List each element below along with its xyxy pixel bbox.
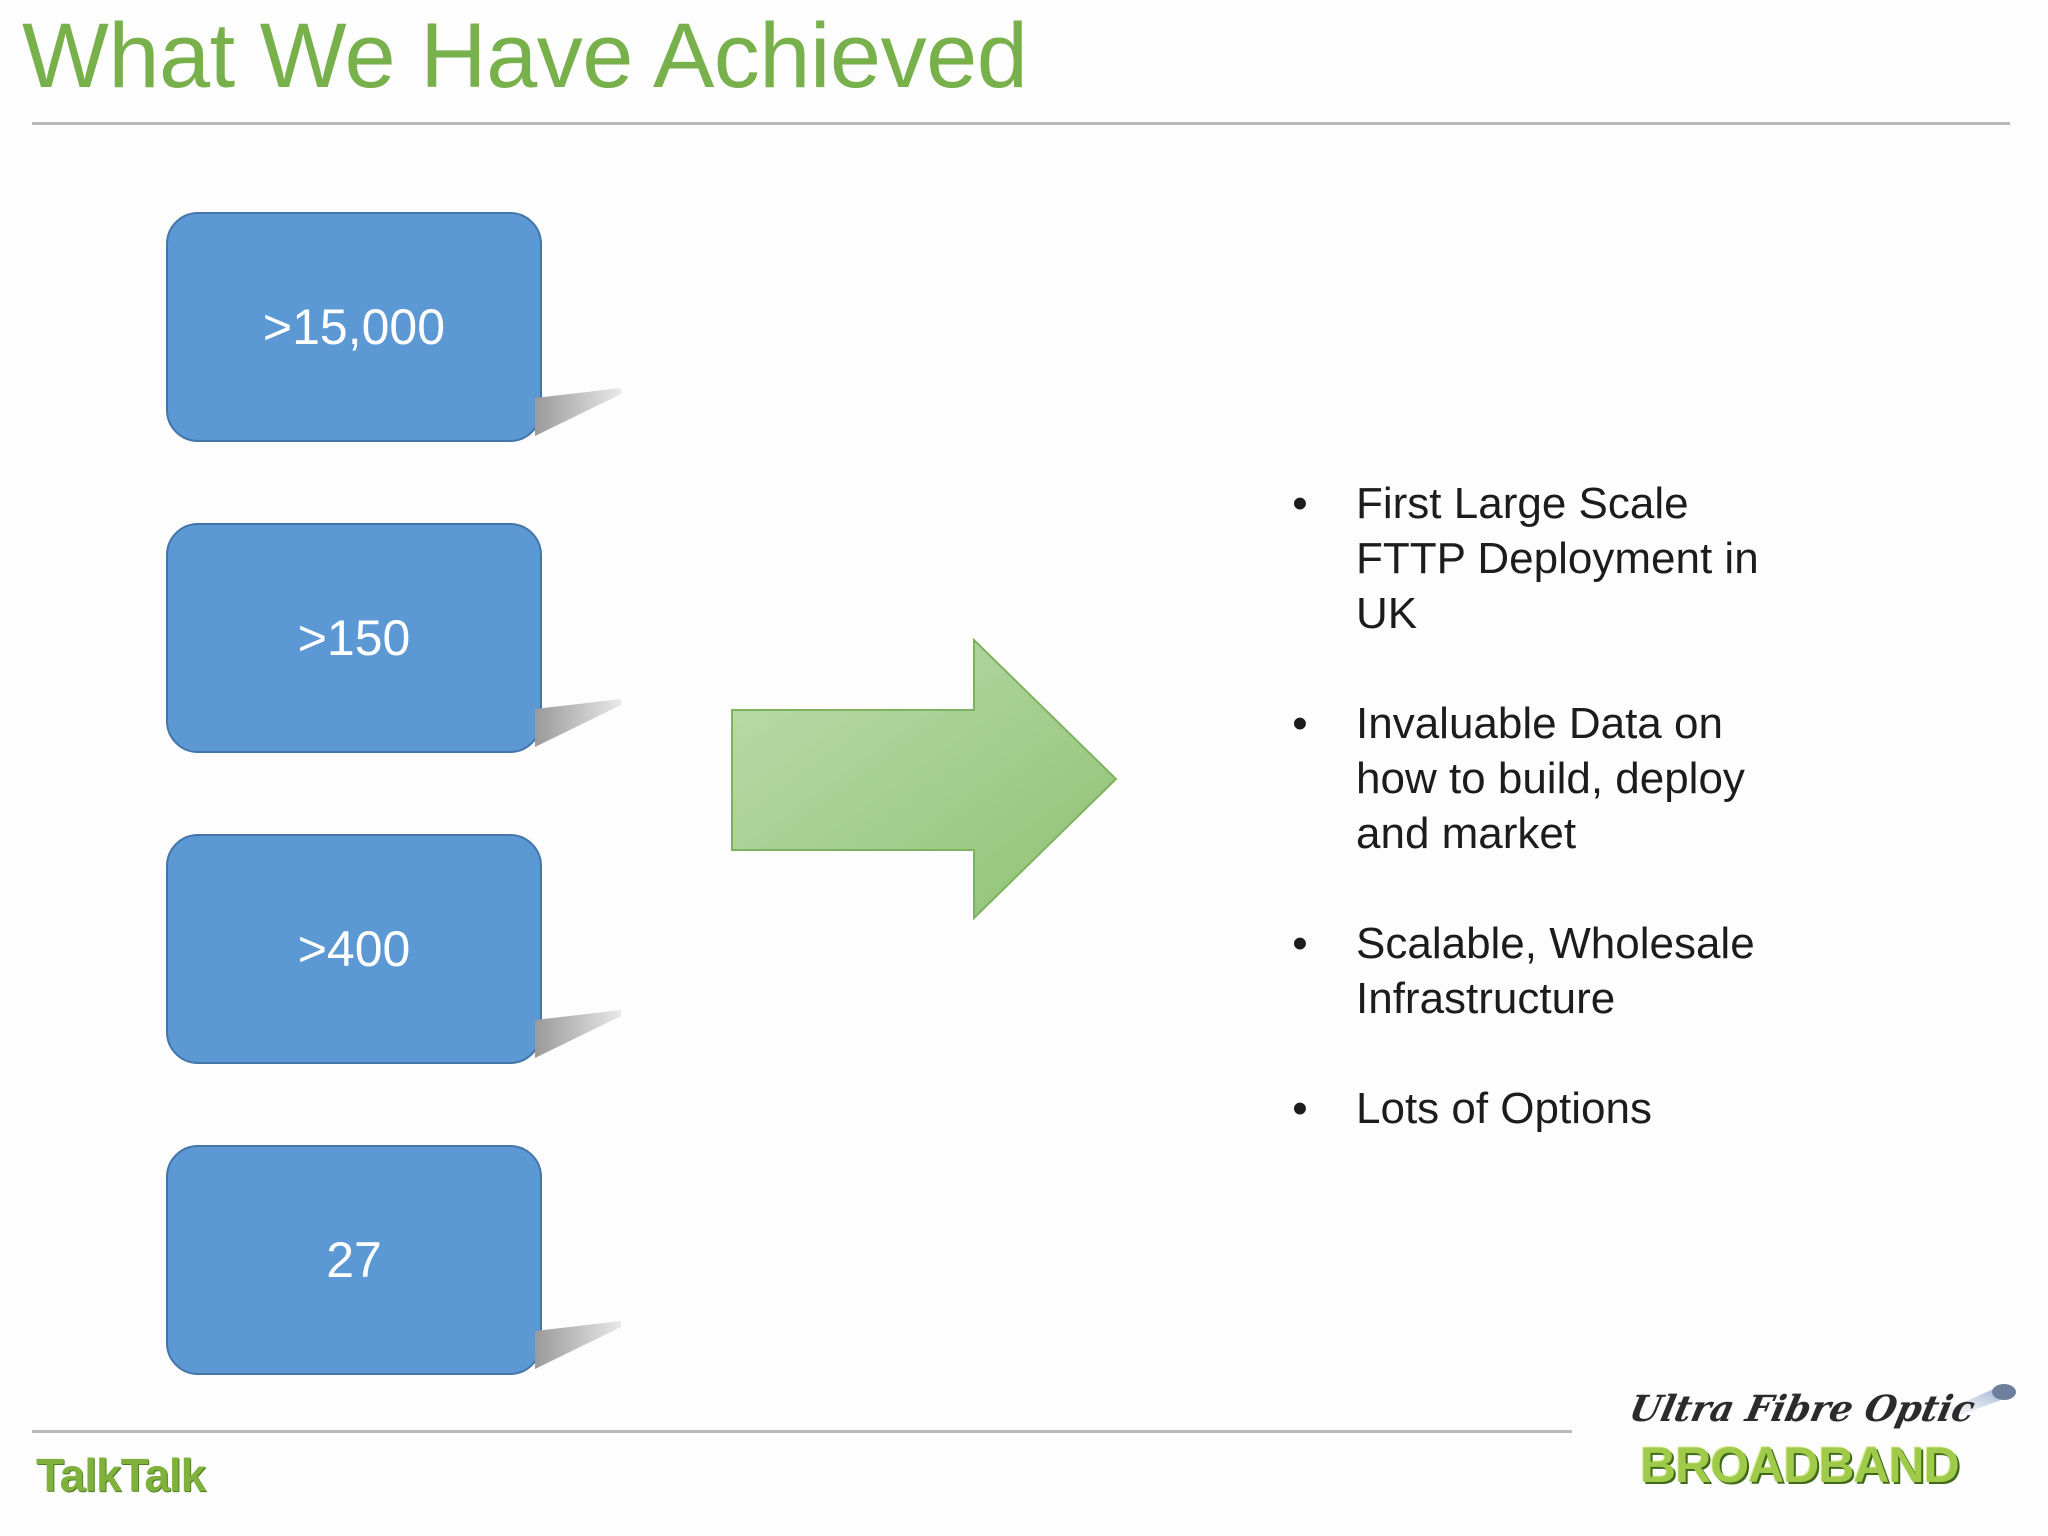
ufo-logo-broadband: BROADBAND bbox=[1640, 1437, 1960, 1493]
stat-box-2: >150 bbox=[166, 523, 542, 753]
bullet-1-line-2: FTTP Deployment in bbox=[1356, 534, 1759, 583]
bullet-2-line-2: how to build, deploy bbox=[1356, 754, 1745, 803]
stat-box-2-shadow bbox=[535, 699, 621, 747]
stat-box-4-shadow bbox=[535, 1321, 621, 1369]
bullet-dot-icon: • bbox=[1292, 479, 1308, 528]
slide-title: What We Have Achieved bbox=[22, 5, 1028, 107]
ufo-logo-script: Ultra Fibre Optic bbox=[1625, 1388, 1979, 1430]
bullet-4-line-1: Lots of Options bbox=[1356, 1084, 1652, 1133]
bullet-1-line-1: First Large Scale bbox=[1356, 479, 1689, 528]
bullet-1-line-3: UK bbox=[1356, 589, 1418, 638]
stat-box-1-shadow bbox=[535, 388, 621, 436]
right-arrow-icon bbox=[731, 638, 1118, 921]
bullet-item-3: • Scalable, Wholesale Infrastructure bbox=[1290, 916, 1759, 1026]
bullet-item-2: • Invaluable Data on how to build, deplo… bbox=[1290, 696, 1759, 861]
bullet-item-1: • First Large Scale FTTP Deployment in U… bbox=[1290, 476, 1759, 641]
bullet-dot-icon: • bbox=[1292, 1084, 1308, 1133]
stat-box-4: 27 bbox=[166, 1145, 542, 1375]
bullet-2-line-3: and market bbox=[1356, 809, 1577, 858]
stat-box-3: >400 bbox=[166, 834, 542, 1064]
bullet-2-line-1: Invaluable Data on bbox=[1356, 699, 1723, 748]
ultra-fibre-optic-broadband-logo: Ultra Fibre Optic BROADBAND bbox=[1620, 1384, 2020, 1504]
footer-divider bbox=[32, 1430, 1572, 1433]
bullet-3-line-2: Infrastructure bbox=[1356, 974, 1616, 1023]
comet-icon bbox=[1920, 1384, 2016, 1426]
stat-box-1: >15,000 bbox=[166, 212, 542, 442]
stat-box-3-shadow bbox=[535, 1010, 621, 1058]
bullet-3-line-1: Scalable, Wholesale bbox=[1356, 919, 1755, 968]
bullet-dot-icon: • bbox=[1292, 699, 1308, 748]
bullet-dot-icon: • bbox=[1292, 919, 1308, 968]
talktalk-logo: TalkTalk bbox=[36, 1449, 206, 1501]
title-divider bbox=[32, 122, 2010, 125]
bullet-item-4: • Lots of Options bbox=[1290, 1081, 1759, 1136]
achievements-list: • First Large Scale FTTP Deployment in U… bbox=[1290, 476, 1759, 1191]
